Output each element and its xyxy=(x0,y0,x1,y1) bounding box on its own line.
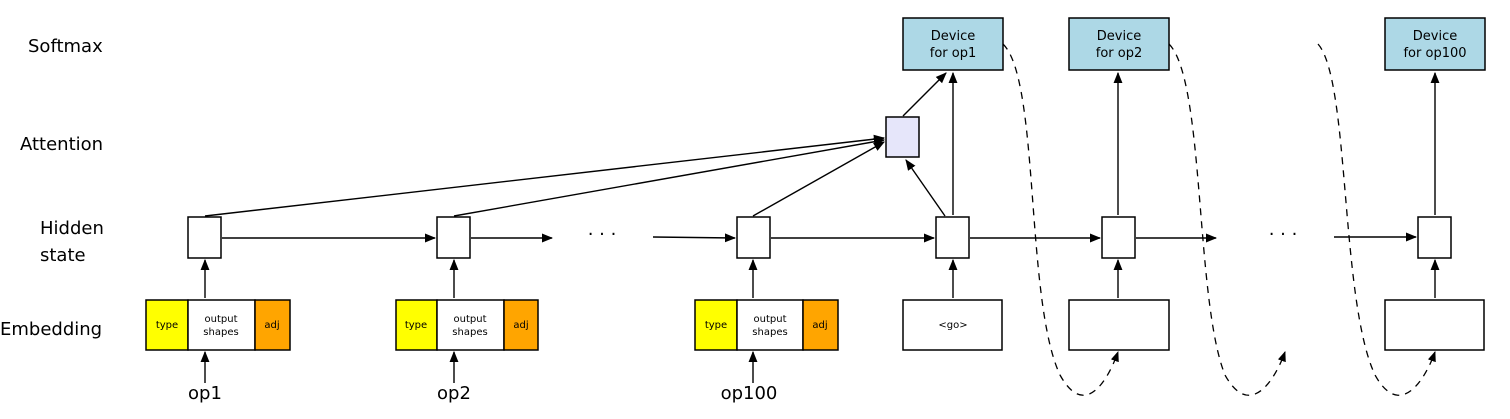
hidden-state-enc-1 xyxy=(187,216,222,259)
device-op100-label: for op100 xyxy=(1403,46,1466,61)
type-label: type xyxy=(705,320,727,331)
hidden-state-dec-2 xyxy=(1101,216,1136,259)
hidden-state-enc-2 xyxy=(436,216,471,259)
row-label-state: state xyxy=(40,245,86,266)
adj-segment xyxy=(254,299,291,351)
encoder-embedding-op1: type output shapes adj xyxy=(145,299,291,351)
row-label-attention: Attention xyxy=(20,134,103,155)
op-label-op2: op2 xyxy=(437,383,471,404)
shapes-label-2: shapes xyxy=(203,327,238,338)
device-op2-label: for op2 xyxy=(1096,46,1142,61)
device-label-1: Device xyxy=(931,29,975,44)
type-label: type xyxy=(405,320,427,331)
adj-label: adj xyxy=(513,320,528,331)
shapes-label-2: shapes xyxy=(452,327,487,338)
device-label-1: Device xyxy=(1413,29,1457,44)
ellipsis-decoder: · · · xyxy=(1269,224,1298,245)
device-op1-label: for op1 xyxy=(930,46,976,61)
row-label-hidden: Hidden xyxy=(40,218,104,239)
hidden-state-dec-100 xyxy=(1417,216,1452,259)
go-token-label: <go> xyxy=(938,320,967,331)
op-label-op1: op1 xyxy=(188,383,222,404)
encoder-embedding-op2: type output shapes adj xyxy=(395,299,539,351)
shapes-label-1: output xyxy=(205,314,238,325)
type-segment xyxy=(145,299,189,351)
embedding-dec-2 xyxy=(1068,299,1170,351)
shapes-label-2: shapes xyxy=(752,327,787,338)
device-label-1: Device xyxy=(1097,29,1141,44)
attention-box xyxy=(885,116,920,158)
feedback-arrow-3 xyxy=(1317,43,1436,396)
feedback-arrow-2 xyxy=(1168,43,1286,396)
device-box-op2 xyxy=(1068,17,1170,71)
shapes-segment xyxy=(187,299,256,351)
hidden-state-enc-3 xyxy=(736,216,771,259)
shapes-label-1: output xyxy=(454,314,487,325)
embedding-dec-100 xyxy=(1384,299,1485,351)
feedback-arrow-1 xyxy=(1002,43,1119,396)
op-label-op100: op100 xyxy=(721,383,778,404)
shapes-segment xyxy=(436,299,505,351)
ellipsis-encoder: · · · xyxy=(588,224,617,245)
adj-segment xyxy=(503,299,539,351)
row-label-embedding: Embedding xyxy=(0,319,102,340)
shapes-label-1: output xyxy=(754,314,787,325)
adj-label: adj xyxy=(812,320,827,331)
adj-label: adj xyxy=(264,320,279,331)
encoder-embedding-op100: type output shapes adj xyxy=(694,299,839,351)
device-box-op100 xyxy=(1384,17,1486,71)
row-label-softmax: Softmax xyxy=(28,36,103,57)
hidden-state-dec-1 xyxy=(935,216,970,259)
type-label: type xyxy=(156,320,178,331)
device-box-op1 xyxy=(902,17,1004,71)
type-segment xyxy=(395,299,438,351)
shapes-segment xyxy=(736,299,804,351)
adj-segment xyxy=(802,299,839,351)
go-embedding xyxy=(902,299,1003,351)
